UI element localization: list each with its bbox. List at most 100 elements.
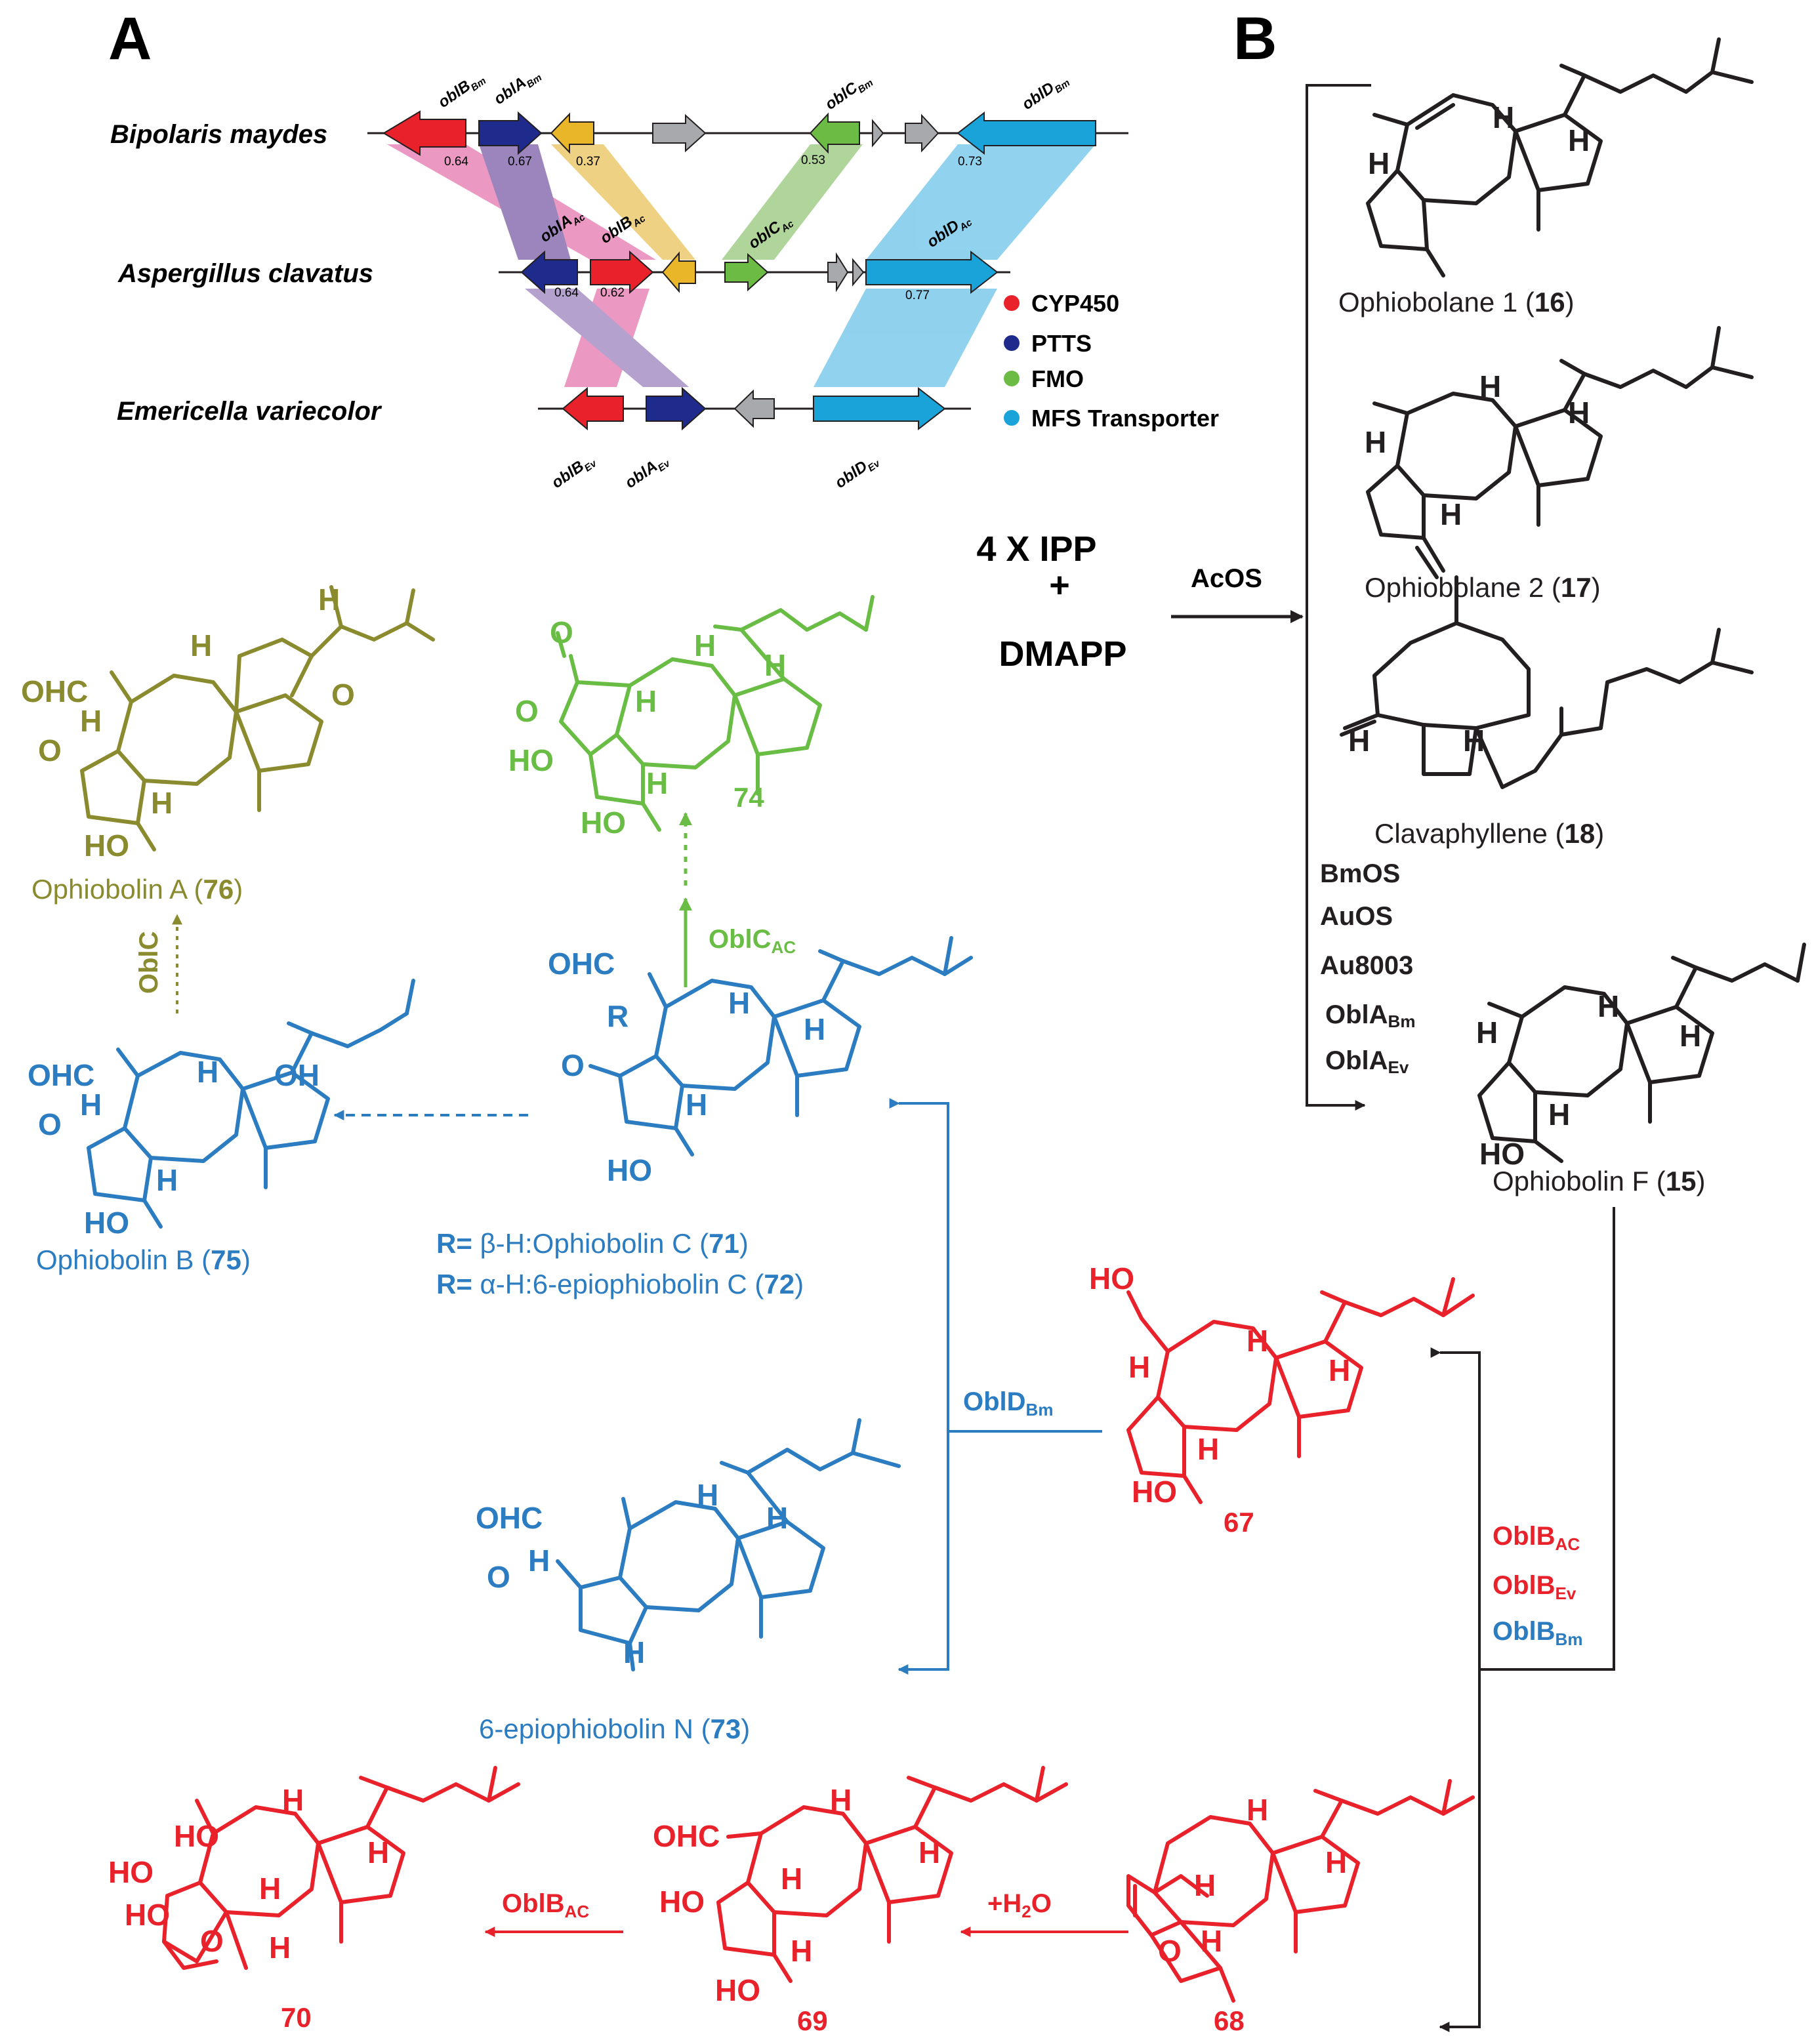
- atom-o: O: [38, 733, 62, 767]
- similarity-value: 0.73: [958, 155, 982, 169]
- atom-ho: HO: [1479, 1137, 1525, 1171]
- gene-label-oblC-bm: oblCBm: [822, 70, 875, 115]
- atom-h: H: [190, 628, 212, 663]
- atom-h: H: [1568, 123, 1590, 157]
- gene-oblA-ac: [520, 250, 578, 295]
- atom-h: H: [764, 648, 786, 682]
- atom-h: H: [528, 1543, 550, 1578]
- atom-ho: HO: [508, 743, 554, 777]
- atom-o: O: [487, 1560, 510, 1594]
- legend-dot-mfs: [1004, 410, 1020, 426]
- structure-71: [588, 936, 973, 1156]
- atom-h: H: [1365, 425, 1386, 459]
- enzyme-au8003: Au8003: [1320, 951, 1413, 980]
- organism-ac: Aspergillus clavatus: [117, 259, 373, 288]
- atom-o: O: [200, 1924, 224, 1958]
- compound-15-label: Ophiobolin F (15): [1493, 1166, 1706, 1196]
- structure-68: [1126, 1779, 1475, 2003]
- flow-line-15: [1479, 1207, 1615, 1671]
- gene-label-oblB-bm: oblBBm: [435, 68, 488, 113]
- atom-h: H: [781, 1862, 802, 1896]
- compound-67-label: 67: [1224, 1507, 1254, 1538]
- structure-74: [556, 595, 875, 832]
- atom-h: H: [918, 1835, 940, 1870]
- similarity-value: 0.53: [801, 153, 825, 167]
- structure-16-atoms: H H H: [1368, 100, 1590, 180]
- gene-oblD-ac: [865, 250, 999, 295]
- legend-label: CYP450: [1031, 290, 1119, 317]
- legend-label: PTTS: [1031, 330, 1092, 357]
- atom-o: O: [561, 1048, 585, 1082]
- atom-o: O: [38, 1107, 62, 1141]
- structure-15-atoms: H H H H HO: [1476, 989, 1701, 1171]
- gene-legend: CYP450 PTTS FMO MFS Transporter: [1004, 290, 1219, 432]
- enzyme-obla-bm: OblABm: [1325, 1000, 1415, 1031]
- compound-71-label: R= β-H:Ophiobolin C (71): [436, 1228, 749, 1259]
- compound-72-label: R= α-H:6-epiophiobolin C (72): [436, 1269, 804, 1299]
- structure-18: [1340, 575, 1754, 789]
- atom-h: H: [367, 1835, 389, 1870]
- atom-ho: HO: [581, 806, 626, 840]
- atom-h: H: [1197, 1432, 1219, 1466]
- gene-grey2-bm: [905, 113, 939, 153]
- atom-h: H: [766, 1501, 788, 1535]
- compound-68-label: 68: [1214, 2005, 1245, 2036]
- gene-oblC-ac: [724, 253, 769, 292]
- atom-ho: HO: [1089, 1261, 1134, 1296]
- atom-o: O: [515, 694, 539, 728]
- gene-oblB-ac: [590, 250, 654, 295]
- atom-h: H: [1194, 1868, 1216, 1902]
- similarity-value: 0.67: [508, 155, 532, 169]
- organism-bm: Bipolaris maydes: [110, 120, 327, 149]
- enzyme-oblb-bm: OblBBm: [1493, 1617, 1582, 1649]
- compound-73-label: 6-epiophiobolin N (73): [479, 1713, 750, 1744]
- gene-label-oblA-ev: oblAEv: [622, 450, 673, 494]
- gene-oblA-ev: [646, 386, 707, 431]
- similarity-value: 0.64: [444, 155, 468, 169]
- atom-h: H: [1201, 1924, 1222, 1958]
- water-label: +H2O: [987, 1889, 1052, 1921]
- compound-17-label: Ophiobolane 2 (17): [1365, 572, 1601, 603]
- structure-73-atoms: OHC H H H O H: [476, 1478, 788, 1669]
- atom-h: H: [1348, 724, 1370, 758]
- gene-label-oblB-ev: oblBEv: [548, 450, 600, 494]
- flow-bracket-67-68: [1430, 1347, 1481, 2032]
- ribbon-oblD: [866, 144, 1096, 260]
- enzyme-acos: AcOS: [1191, 564, 1262, 593]
- structure-68-atoms: H H O H H: [1158, 1793, 1347, 1968]
- atom-h: H: [1493, 100, 1514, 134]
- atom-h: H: [623, 1635, 645, 1669]
- gene-oblD-ev: [813, 386, 946, 431]
- atom-ho: HO: [1132, 1475, 1177, 1509]
- gene-label-oblD-bm: oblDBm: [1019, 70, 1072, 115]
- atom-ohc: OHC: [21, 674, 88, 708]
- atom-h: H: [80, 1088, 102, 1122]
- organism-ev: Emericella variecolor: [117, 397, 382, 426]
- compound-18-label: Clavaphyllene (18): [1374, 818, 1604, 849]
- atom-ho: HO: [84, 1206, 129, 1240]
- gene-cluster-panel: Bipolaris maydes Aspergillus clavatus Em…: [110, 64, 1219, 494]
- gene-label-oblA-bm: oblABm: [491, 64, 544, 110]
- structure-17: [1366, 326, 1754, 579]
- gene-oblC-bm: [809, 112, 860, 154]
- structure-75: [87, 979, 415, 1229]
- atom-h: H: [686, 1088, 707, 1122]
- atom-h: H: [151, 786, 173, 820]
- enzyme-obld-bm: OblDBm: [963, 1387, 1053, 1420]
- atom-h: H: [1247, 1324, 1268, 1358]
- enzyme-oblb-ac: OblBAC: [1493, 1522, 1580, 1554]
- ribbon-oblD-ev: [814, 289, 997, 387]
- atom-h: H: [1479, 369, 1501, 403]
- gene-yellow-ac: [661, 251, 696, 293]
- legend-dot-ptts: [1004, 335, 1020, 351]
- similarity-value: 0.37: [576, 155, 600, 169]
- atom-h: H: [804, 1012, 825, 1046]
- atom-o: O: [1158, 1934, 1182, 1968]
- gene-grey1-bm: [652, 113, 707, 153]
- structure-74-atoms: O O H H H HO H HO: [508, 615, 786, 840]
- structure-69-atoms: OHC H H HO H H HO: [653, 1783, 940, 2007]
- atom-ho: HO: [174, 1819, 219, 1853]
- structure-69: [716, 1766, 1068, 1983]
- similarity-value: 0.62: [600, 286, 625, 300]
- similarity-value: 0.77: [905, 289, 930, 302]
